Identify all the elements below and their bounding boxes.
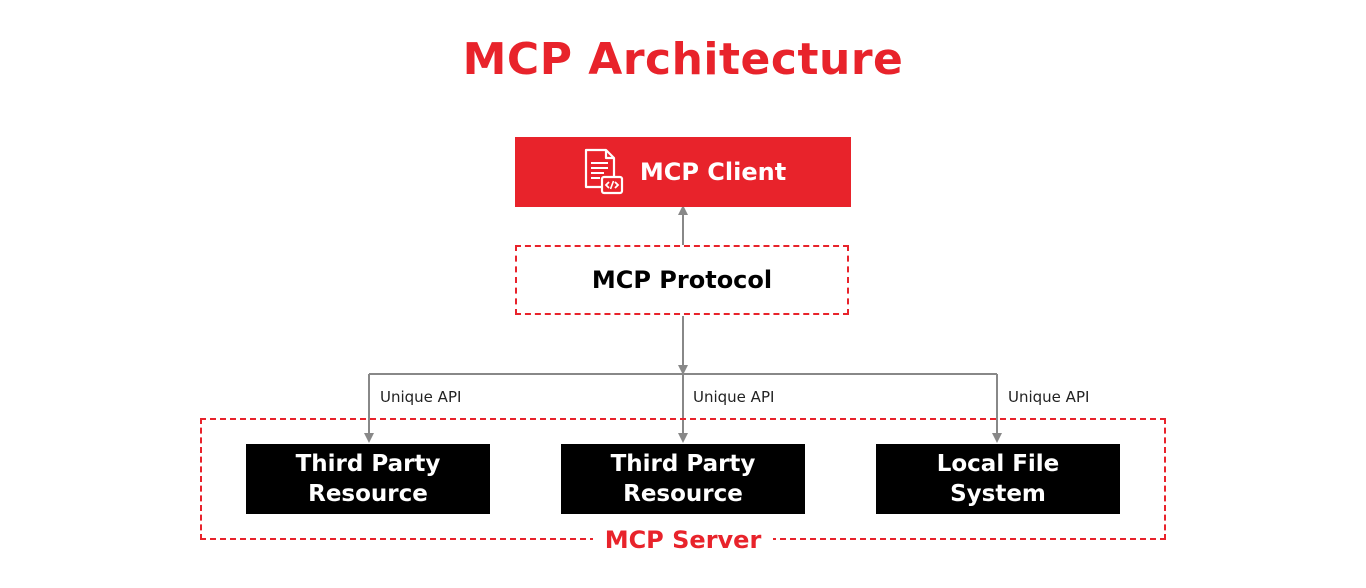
mcp-protocol-box: MCP Protocol [515, 245, 849, 315]
api-label-1: Unique API [380, 388, 462, 406]
resource-label-3: Local File System [936, 451, 1060, 507]
resource-label-1: Third Party Resource [295, 451, 441, 507]
api-label-2: Unique API [693, 388, 775, 406]
mcp-protocol-label: MCP Protocol [591, 266, 773, 294]
resource-box-1: Third Party Resource [246, 444, 490, 514]
diagram-title: MCP Architecture [462, 34, 904, 85]
code-document-icon [584, 148, 623, 195]
api-label-3: Unique API [1008, 388, 1090, 406]
mcp-client-box: MCP Client [515, 137, 851, 207]
resource-label-2: Third Party Resource [610, 451, 756, 507]
mcp-client-label: MCP Client [639, 158, 787, 186]
mcp-server-label: MCP Server [592, 526, 774, 554]
mcp-server-label-wrap: MCP Server [0, 526, 1366, 554]
resource-box-3: Local File System [876, 444, 1120, 514]
resource-box-2: Third Party Resource [561, 444, 805, 514]
